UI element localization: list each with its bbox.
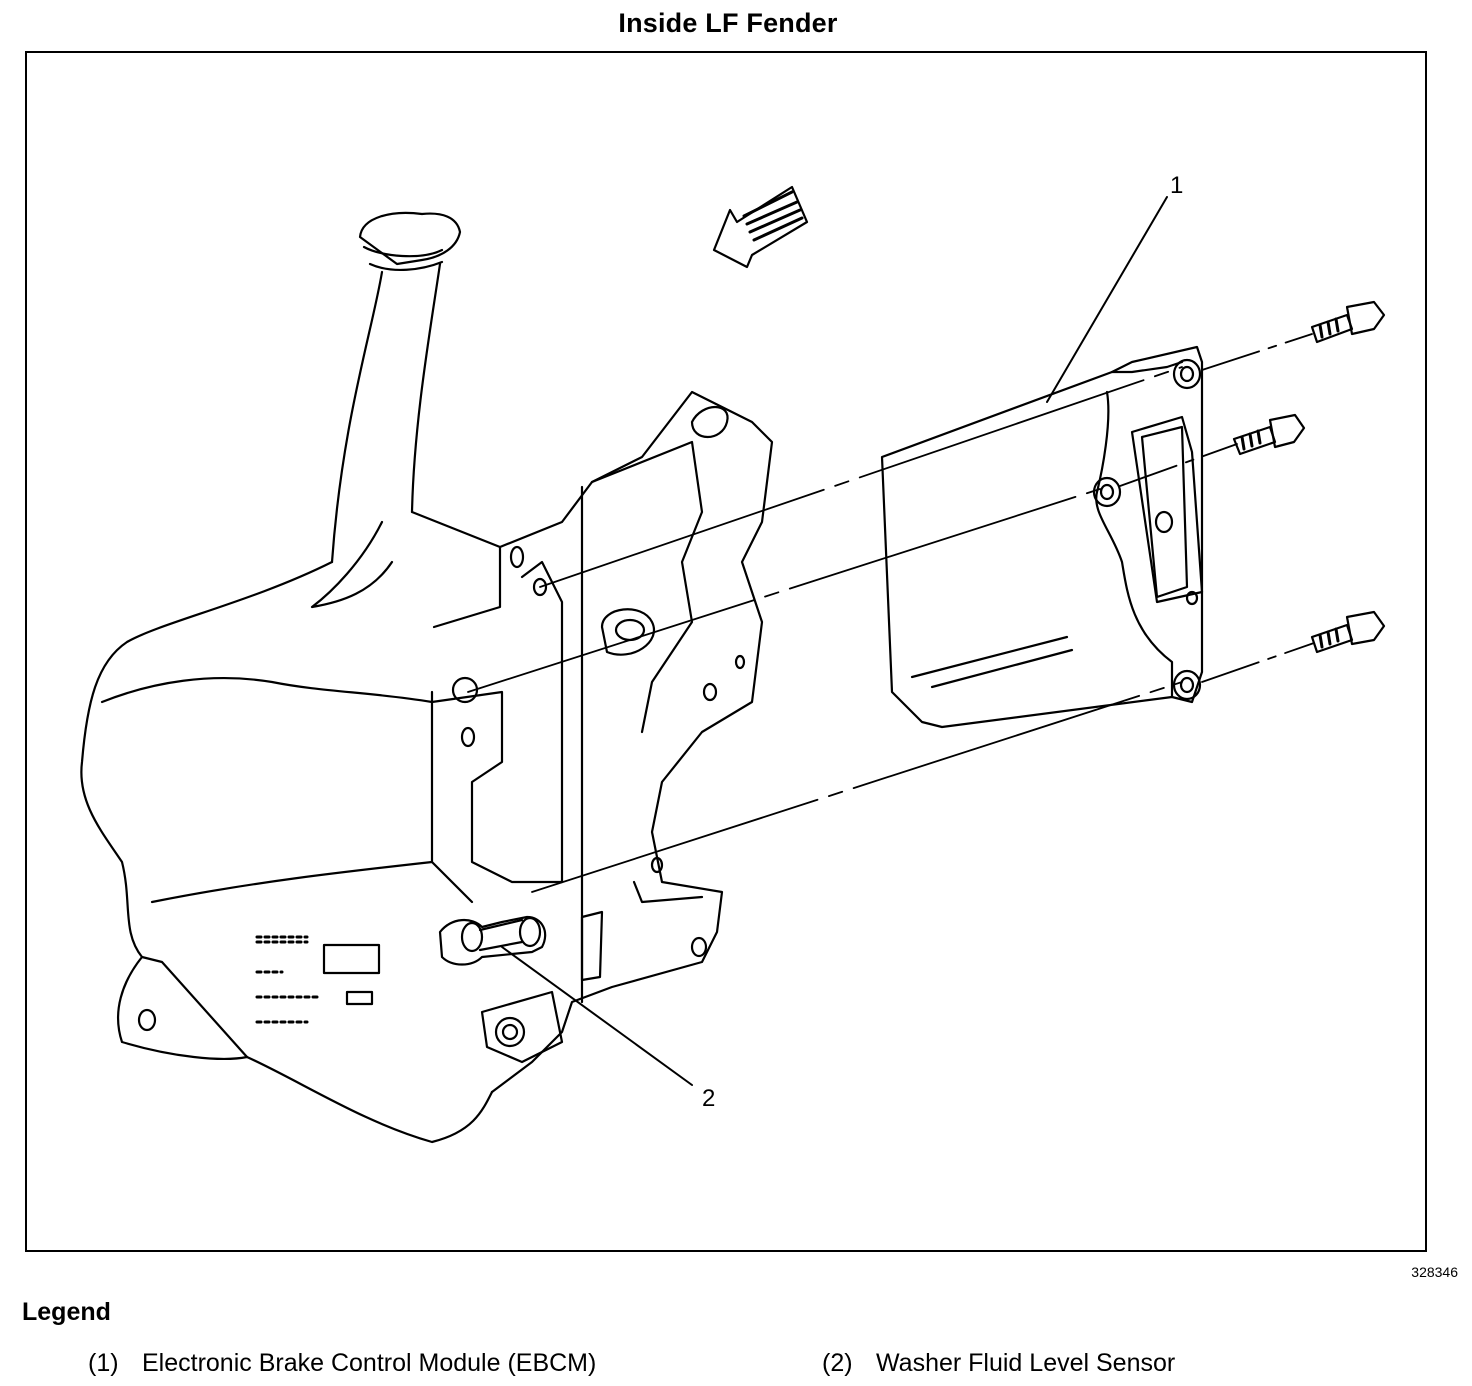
callout-2-leader [501,946,693,1086]
legend-item-label: Electronic Brake Control Module (EBCM) [142,1349,597,1377]
front-direction-arrow [712,185,809,269]
washer-fluid-reservoir [80,211,502,1144]
diagram-frame: 1 2 [25,51,1427,1252]
legend-item-number: (2) [822,1349,853,1377]
ebcm-module [880,345,1204,729]
washer-fluid-level-sensor [438,915,547,966]
diagram-title: Inside LF Fender [618,8,838,38]
legend-item-ebcm: (1) Electronic Brake Control Module (EBCM… [88,1349,596,1378]
exploded-view-illustration: 1 2 [80,172,1386,1144]
legend-title: Legend [22,1298,111,1326]
callout-2: 2 [702,1085,715,1112]
mounting-bracket [430,390,774,1094]
legend-item-label: Washer Fluid Level Sensor [876,1349,1176,1377]
ebcm-bolt-middle [1232,413,1306,456]
callout-1: 1 [1170,172,1183,199]
figure-id: 328346 [1411,1264,1458,1280]
ebcm-bolt-bottom [1310,610,1386,654]
legend-item-washer-sensor: (2) Washer Fluid Level Sensor [822,1349,1175,1378]
ebcm-bolt-top [1310,300,1386,344]
legend-item-number: (1) [88,1349,119,1377]
callout-1-leader [1046,196,1168,403]
bolt-alignment-lines [467,333,1315,893]
